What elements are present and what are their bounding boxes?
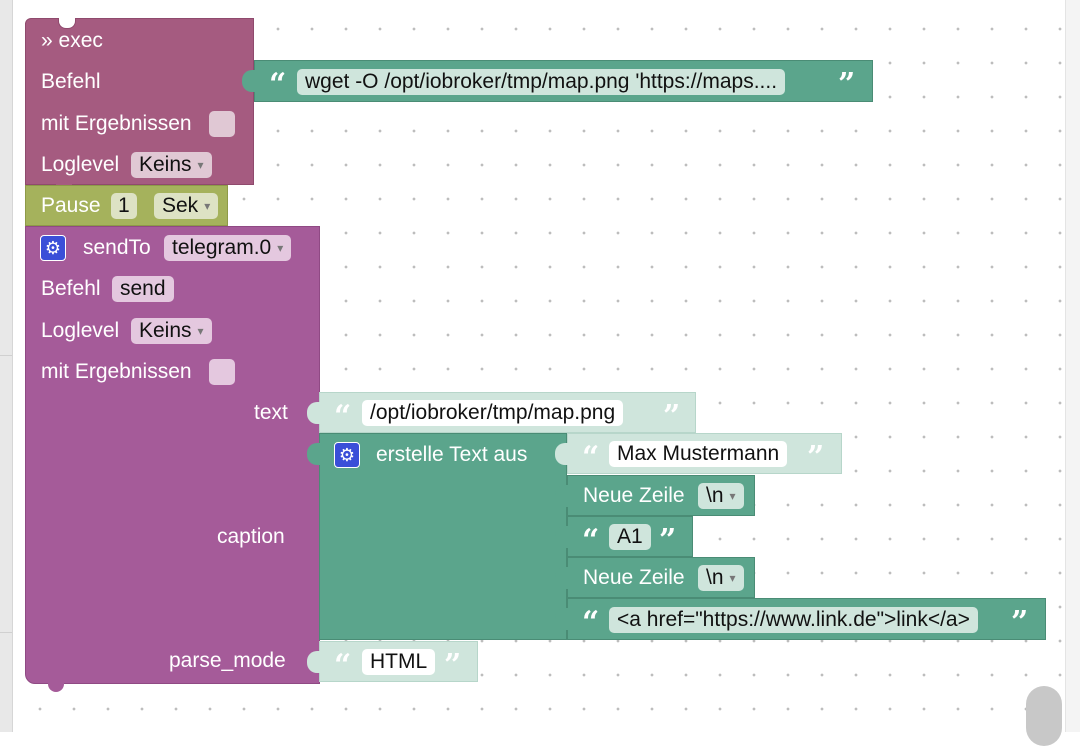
exec-title: » exec: [41, 29, 103, 52]
exec-command-field[interactable]: wget -O /opt/iobroker/tmp/map.png 'https…: [297, 69, 786, 95]
pause-block[interactable]: Pause 1 Sek: [25, 185, 228, 226]
join-item3-field[interactable]: A1: [609, 524, 651, 550]
open-quote-icon: “: [582, 440, 600, 475]
sendto-parse-mode-label: parse_mode: [169, 649, 286, 672]
sendto-parse-mode-field[interactable]: HTML: [362, 649, 436, 675]
exec-results-label: mit Ergebnissen: [41, 112, 192, 135]
sendto-loglevel-label: Loglevel: [41, 319, 120, 342]
close-quote-icon: ”: [659, 523, 677, 558]
pause-unit-dropdown[interactable]: Sek: [154, 193, 219, 219]
sendto-results-checkbox[interactable]: [209, 359, 235, 385]
close-quote-icon: ”: [663, 399, 681, 434]
close-quote-icon: ”: [838, 67, 856, 102]
sendto-text-string-block[interactable]: “ /opt/iobroker/tmp/map.png ”: [307, 392, 696, 434]
join-item3-string-block[interactable]: “ A1 ”: [555, 516, 693, 558]
join-item2-newline-block[interactable]: Neue Zeile \n: [555, 475, 755, 516]
sendto-parse-mode-string-block[interactable]: “ HTML ”: [307, 641, 478, 683]
close-quote-icon: ”: [807, 440, 825, 475]
sendto-loglevel-dropdown[interactable]: Keins: [131, 318, 212, 344]
close-quote-icon: ”: [1011, 605, 1029, 640]
close-quote-icon: ”: [444, 648, 462, 683]
open-quote-icon: “: [269, 67, 287, 102]
open-quote-icon: “: [334, 648, 352, 683]
sendto-block[interactable]: ⚙ sendTo telegram.0 Befehl send Loglevel…: [25, 226, 320, 684]
sendto-label: sendTo: [83, 236, 151, 259]
vertical-scrollbar-track[interactable]: [1065, 0, 1080, 732]
exec-block[interactable]: » exec Befehl mit Ergebnissen Loglevel K…: [25, 18, 254, 185]
sendto-befehl-label: Befehl: [41, 277, 101, 300]
exec-loglevel-label: Loglevel: [41, 153, 120, 176]
sendto-instance-dropdown[interactable]: telegram.0: [164, 235, 292, 261]
exec-loglevel-dropdown[interactable]: Keins: [131, 152, 212, 178]
join-item5-field[interactable]: <a href="https://www.link.de">link</a>: [609, 607, 978, 633]
gear-icon[interactable]: ⚙: [40, 235, 66, 261]
exec-command-string-block[interactable]: “ wget -O /opt/iobroker/tmp/map.png 'htt…: [242, 60, 873, 102]
sendto-results-label: mit Ergebnissen: [41, 360, 192, 383]
join-item2-newline-label: Neue Zeile: [583, 484, 685, 507]
join-item1-string-block[interactable]: “ Max Mustermann ”: [555, 433, 842, 475]
left-panel-edge: [0, 0, 13, 732]
join-item4-newline-label: Neue Zeile: [583, 566, 685, 589]
exec-results-checkbox[interactable]: [209, 111, 235, 137]
open-quote-icon: “: [582, 605, 600, 640]
join-text-block[interactable]: ⚙ erstelle Text aus: [307, 433, 567, 640]
pause-value-field[interactable]: 1: [111, 193, 137, 219]
sendto-caption-label: caption: [217, 525, 285, 548]
sendto-befehl-field[interactable]: send: [112, 276, 174, 302]
open-quote-icon: “: [334, 399, 352, 434]
sendto-text-field[interactable]: /opt/iobroker/tmp/map.png: [362, 400, 624, 426]
join-item1-field[interactable]: Max Mustermann: [609, 441, 788, 467]
join-item5-string-block[interactable]: “ <a href="https://www.link.de">link</a>…: [555, 598, 1046, 640]
join-item2-newline-dropdown[interactable]: \n: [698, 483, 744, 509]
join-item4-newline-block[interactable]: Neue Zeile \n: [555, 557, 755, 598]
scrollbar-thumb[interactable]: [1026, 686, 1062, 746]
pause-label: Pause: [41, 194, 101, 217]
open-quote-icon: “: [582, 523, 600, 558]
exec-befehl-label: Befehl: [41, 70, 101, 93]
join-label: erstelle Text aus: [376, 443, 528, 466]
gear-icon[interactable]: ⚙: [334, 442, 360, 468]
join-item4-newline-dropdown[interactable]: \n: [698, 565, 744, 591]
sendto-text-label: text: [254, 401, 288, 424]
